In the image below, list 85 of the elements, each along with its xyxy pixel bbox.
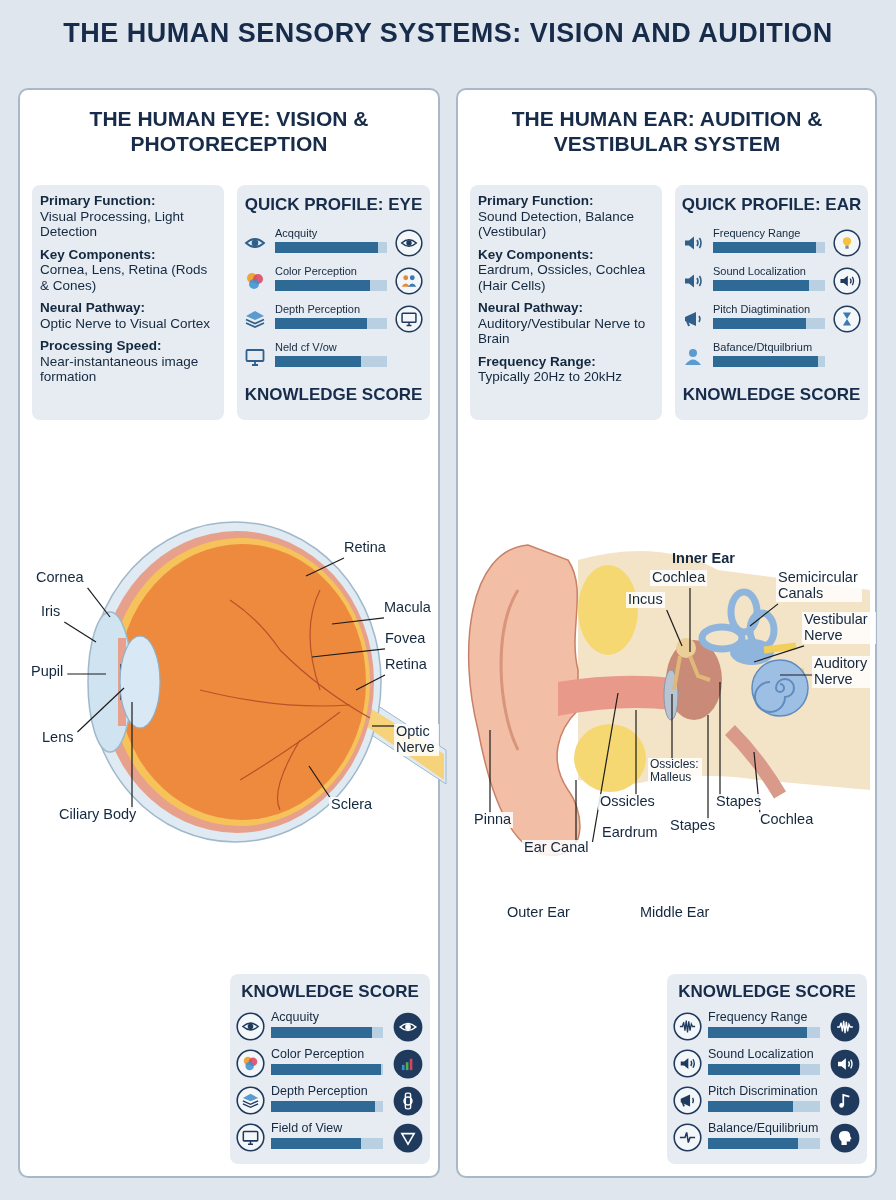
- leader-line: [707, 714, 709, 821]
- score-label: Color Perception: [271, 1047, 365, 1061]
- score-label: Acquuity: [271, 1010, 319, 1024]
- leader-line: [753, 645, 805, 663]
- score-card: [667, 974, 867, 1164]
- card-footer-heading: KNOWLEDGE SCORE: [681, 385, 862, 405]
- part-label: Stapes: [714, 794, 764, 810]
- leader-line: [311, 648, 386, 658]
- leader-line: [575, 779, 577, 843]
- leader-line: [671, 693, 673, 761]
- field-text: Typically 20Hz to 20kHz: [478, 369, 624, 385]
- panel-heading: THE HUMAN EYE: VISION & PHOTORECEPTION: [88, 106, 370, 157]
- field-heading: Primary Function:: [40, 193, 157, 209]
- field-heading: Key Components:: [40, 246, 157, 263]
- leader-line: [66, 673, 107, 675]
- field-text: Optic Nerve to Visual Cortex: [40, 315, 212, 332]
- leader-line: [63, 621, 97, 643]
- part-label: Incus: [626, 592, 665, 608]
- leader-line: [305, 557, 345, 577]
- page-title: THE HUMAN SENSORY SYSTEMS: VISION AND AUDITION: [62, 18, 834, 49]
- field-heading: Neural Pathway:: [478, 300, 585, 316]
- part-label: Cochlea: [650, 570, 708, 586]
- bar-label: Neld cf V/ow: [275, 341, 337, 353]
- card-heading: QUICK PROFILE: EYE: [243, 195, 424, 215]
- field-text: Cornea, Lens, Retina (Rods & Cones): [40, 262, 209, 294]
- region-label: Middle Ear: [640, 904, 710, 920]
- bar-label: Pitch Diagtimination: [713, 303, 811, 315]
- leader-line: [779, 674, 815, 676]
- field-heading: Frequency Range:: [478, 353, 597, 370]
- bar-label: Frequency Range: [713, 227, 801, 239]
- part-label: Pupil: [29, 664, 66, 680]
- panel-heading: THE HUMAN EAR: AUDITION & VESTIBULAR SYSTEM: [510, 106, 824, 157]
- field-heading: Processing Speed:: [40, 338, 163, 354]
- card-heading: QUICK PROFILE: EAR: [680, 195, 863, 215]
- field-text: Eardrum, Ossicles, Cochlea (Hair Cells): [478, 262, 647, 294]
- profile-card: [237, 185, 430, 420]
- field-text: Visual Processing, Light Detection: [40, 208, 185, 240]
- leader-line: [666, 609, 683, 647]
- bar-label: Bafance/Dtquilbrium: [713, 341, 813, 353]
- leader-line: [86, 587, 111, 618]
- profile-card: [675, 185, 868, 420]
- part-label: Ciliary Body: [57, 807, 139, 823]
- part-label: Semicircular Canals: [776, 570, 862, 602]
- leader-line: [591, 692, 619, 843]
- region-label: Eardrum: [602, 824, 658, 840]
- panel-card: [456, 88, 877, 1178]
- bar-label: Color Perception: [275, 265, 357, 277]
- leader-line: [719, 681, 721, 797]
- part-label: Stapes: [668, 818, 718, 834]
- leader-line: [331, 617, 385, 625]
- part-label: Ossicles: [598, 794, 657, 810]
- info-card: [470, 185, 662, 420]
- bar-label: Sound Localization: [713, 265, 806, 277]
- score-label: Pitch Discrimination: [708, 1084, 818, 1098]
- leader-line: [76, 687, 125, 733]
- region-label: Outer Ear: [507, 904, 570, 920]
- part-label: Vestibular Nerve: [802, 612, 876, 644]
- leader-line: [355, 674, 386, 691]
- field-text: Auditory/Vestibular Nerve to Brain: [478, 315, 647, 347]
- score-label: Depth Perception: [271, 1084, 368, 1098]
- part-label: Optic Nerve: [394, 724, 439, 756]
- leader-line: [749, 603, 779, 627]
- leader-line: [489, 729, 491, 815]
- field-heading: Primary Function:: [478, 193, 595, 209]
- field-text: Sound Detection, Balance (Vestibular): [478, 208, 636, 240]
- field-text: Near-instantaneous image formation: [40, 353, 200, 385]
- leader-line: [689, 587, 691, 653]
- info-card: [32, 185, 224, 420]
- bar-label: Depth Perception: [275, 303, 360, 315]
- region-label: Inner Ear: [672, 550, 735, 566]
- field-heading: Neural Pathway:: [40, 300, 147, 316]
- part-label: Ear Canal: [522, 840, 591, 856]
- score-card: [230, 974, 430, 1164]
- score-label: Field of View: [271, 1121, 343, 1135]
- score-label: Sound Localization: [708, 1047, 814, 1061]
- part-label: Ossicles: Malleus: [648, 758, 702, 785]
- score-label: Balance/Equilibrium: [708, 1121, 819, 1135]
- part-label: Pinna: [472, 812, 514, 828]
- leader-line: [308, 765, 332, 800]
- score-label: Frequency Range: [708, 1010, 808, 1024]
- card-footer-heading: KNOWLEDGE SCORE: [243, 385, 424, 405]
- field-heading: Key Components:: [478, 246, 595, 263]
- bar-label: Acqquity: [275, 227, 318, 239]
- card-heading: KNOWLEDGE SCORE: [677, 982, 857, 1002]
- card-heading: KNOWLEDGE SCORE: [240, 982, 420, 1002]
